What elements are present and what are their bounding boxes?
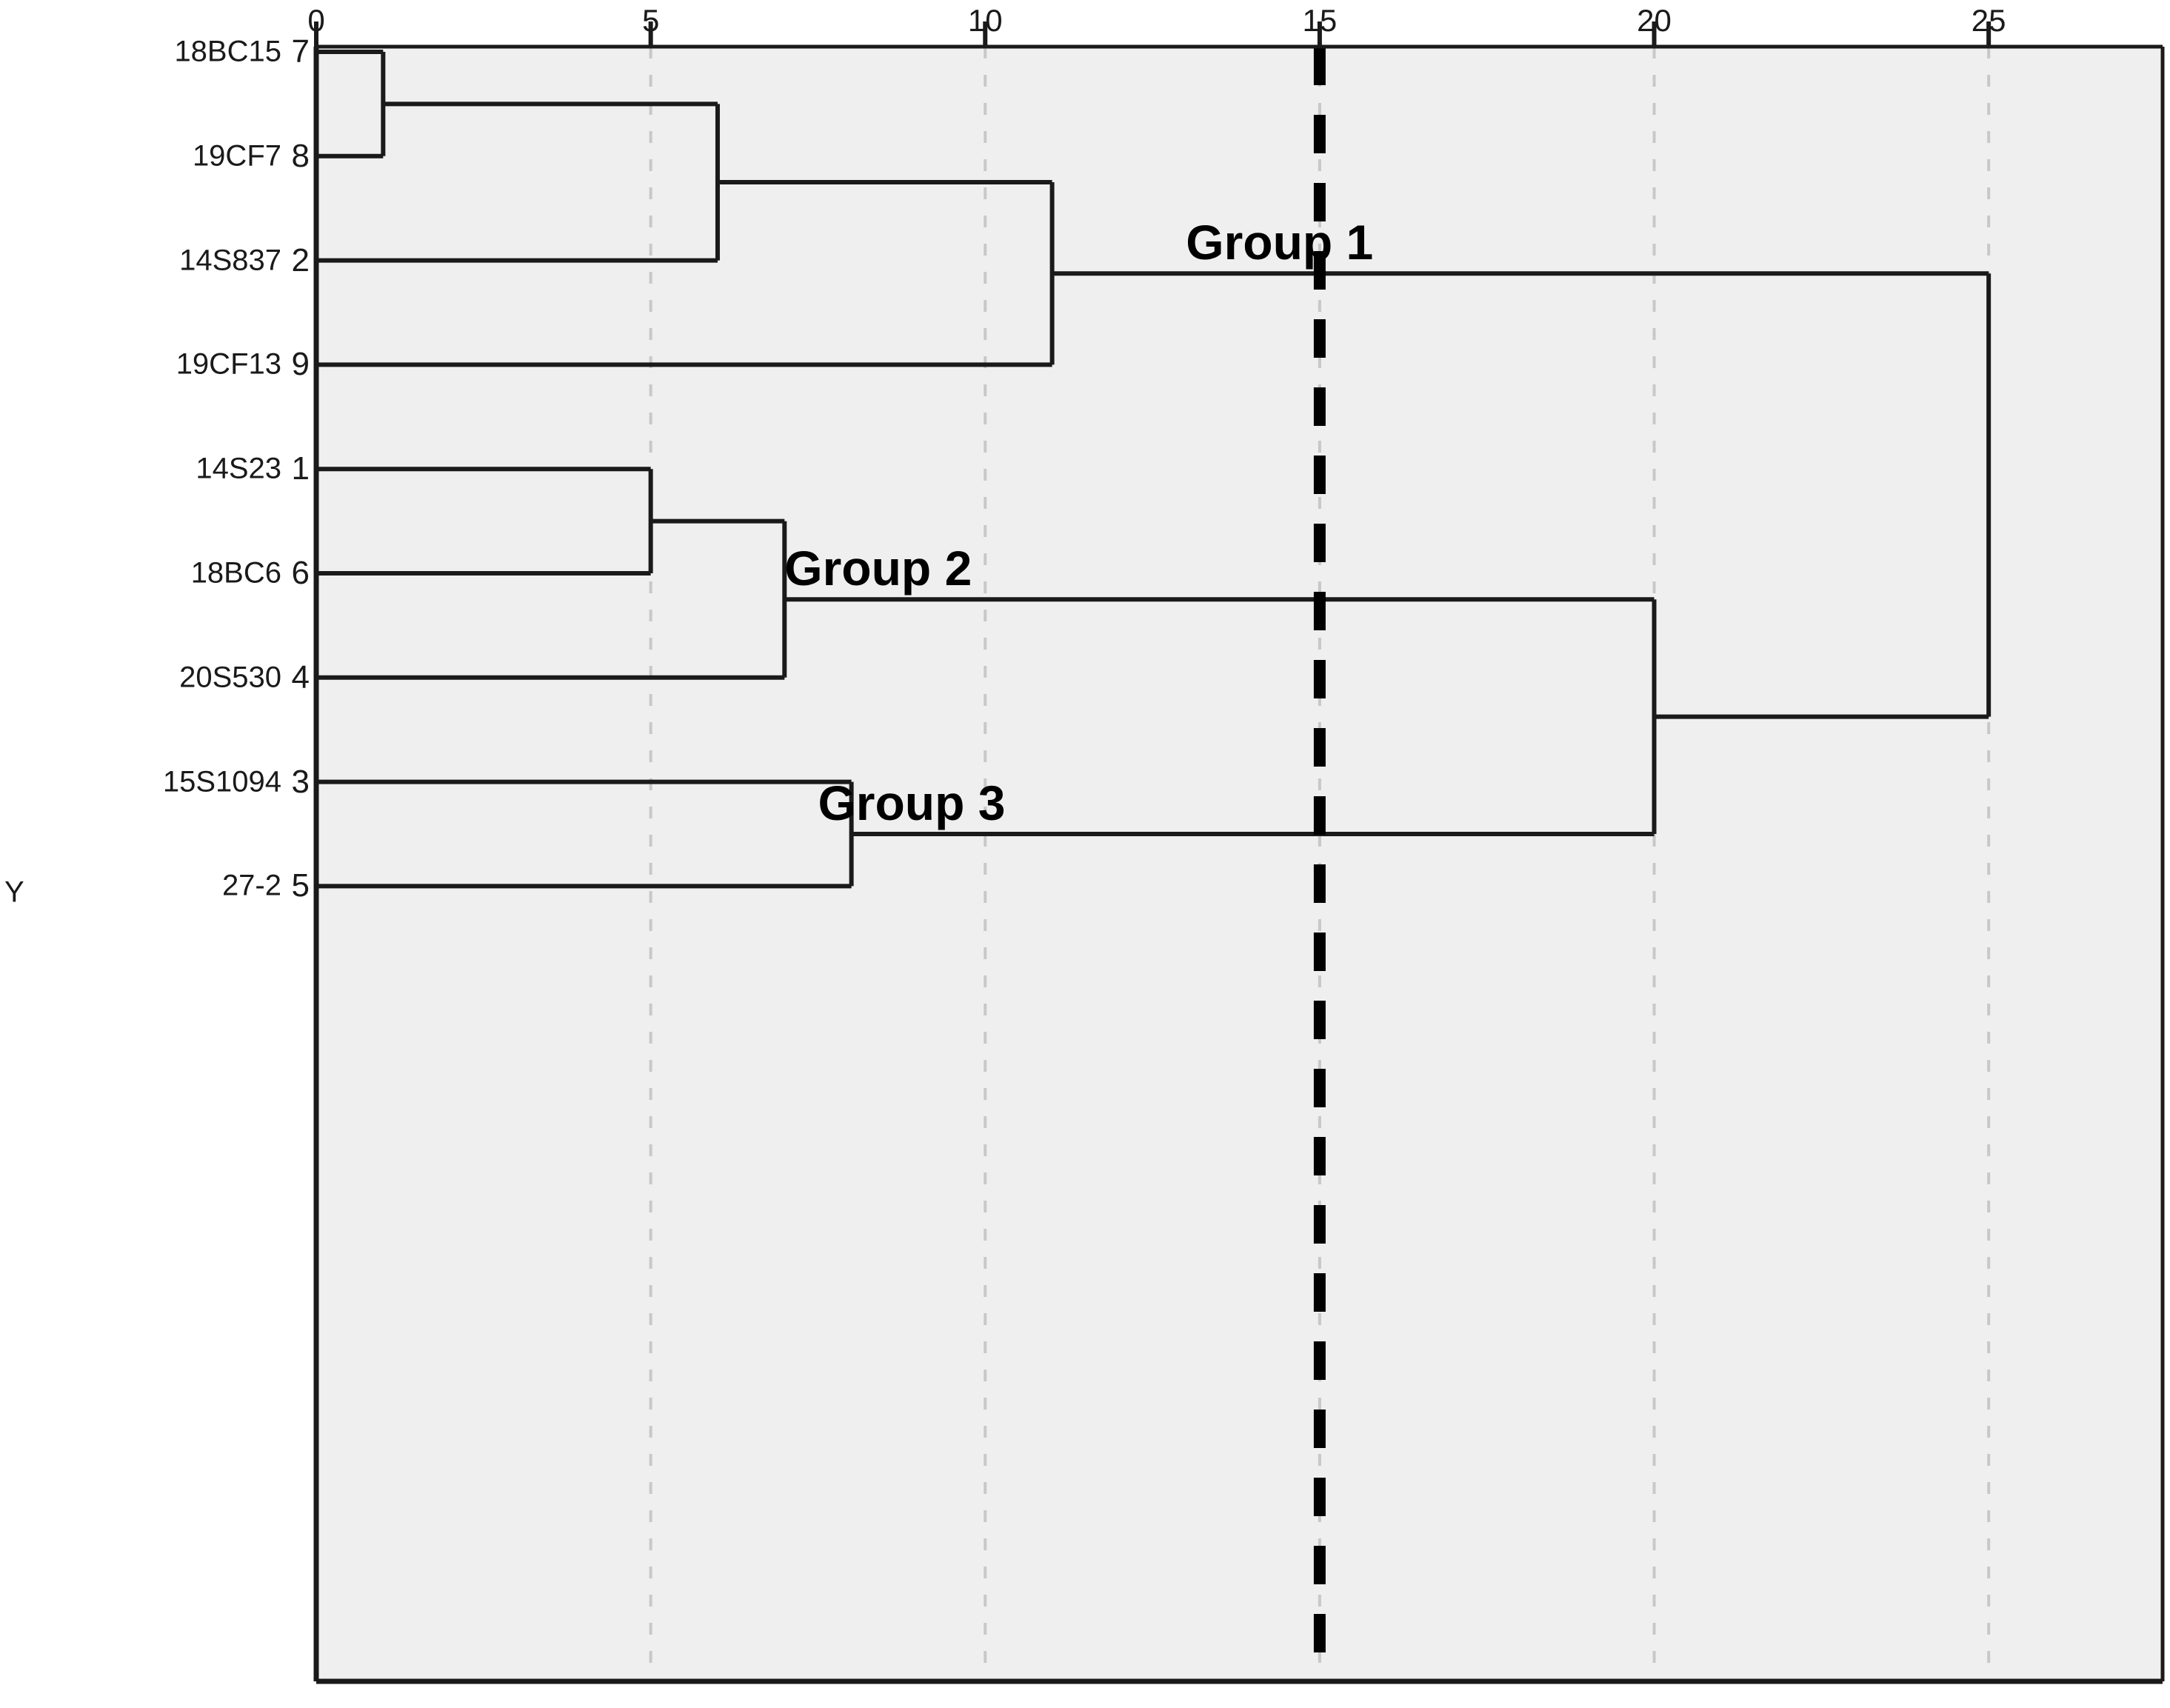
axis-title-y: Y <box>4 875 24 909</box>
leaf-index-4: 4 <box>291 658 310 695</box>
leaf-index-1: 1 <box>291 450 310 487</box>
leaf-index-7: 7 <box>291 33 310 70</box>
group-annotation-3: Group 3 <box>818 775 1006 830</box>
leaf-index-9: 9 <box>291 346 310 383</box>
leaf-index-8: 8 <box>291 137 310 174</box>
leaf-index-5: 5 <box>291 867 310 904</box>
leaf-label-27-2: 27-2 <box>221 869 281 902</box>
leaf-label-14S23: 14S23 <box>196 452 281 485</box>
leaf-label-14S837: 14S837 <box>179 244 281 277</box>
axis-ticks <box>314 21 1992 47</box>
x-tick-label-15: 15 <box>1302 3 1338 38</box>
leaf-index-2: 2 <box>291 241 310 278</box>
x-tick-label-25: 25 <box>1971 3 2006 38</box>
plot-background <box>316 47 2163 1681</box>
leaf-index-3: 3 <box>291 763 310 800</box>
leaf-label-18BC6: 18BC6 <box>190 556 281 590</box>
link-m8 <box>1052 271 1992 719</box>
dendrogram-links <box>316 50 1992 889</box>
axis-spines <box>313 44 2165 1684</box>
x-tick-label-10: 10 <box>967 3 1003 38</box>
x-tick-label-20: 20 <box>1637 3 1672 38</box>
leaf-label-19CF13: 19CF13 <box>176 347 281 381</box>
leaf-label-18BC15: 18BC15 <box>174 35 281 68</box>
leaf-index-6: 6 <box>291 555 310 591</box>
leaf-label-15S1094: 15S1094 <box>162 765 281 798</box>
x-tick-label-0: 0 <box>307 3 325 38</box>
group-annotation-2: Group 2 <box>784 541 972 596</box>
leaf-label-20S530: 20S530 <box>179 661 281 694</box>
leaf-label-19CF7: 19CF7 <box>192 139 281 173</box>
x-tick-label-5: 5 <box>641 3 660 38</box>
group-annotation-1: Group 1 <box>1186 215 1374 270</box>
